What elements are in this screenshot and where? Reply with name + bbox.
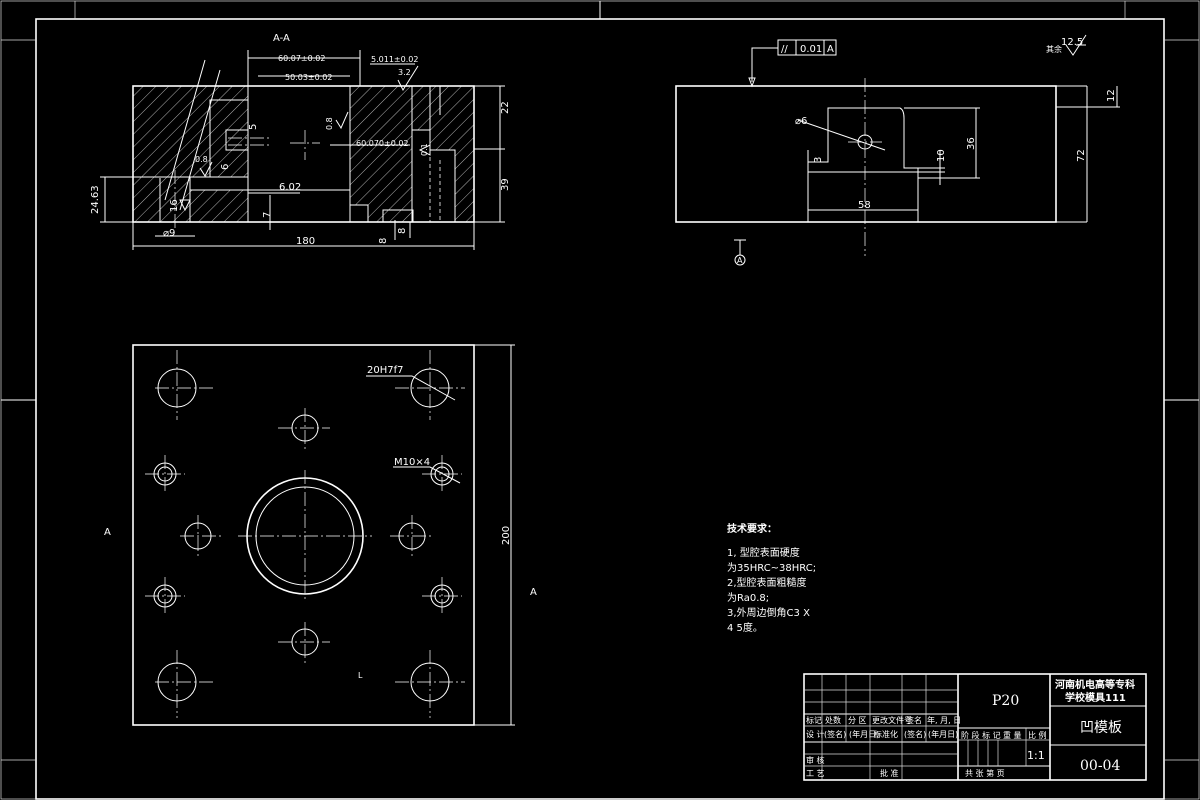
tb-standard: 标准化: [874, 729, 898, 739]
tech-line: 为35HRC~38HRC;: [727, 563, 817, 574]
tb-review: 审 核: [806, 755, 825, 765]
side-view: // 0.01 A A ⌀6 36 58 3 10 12 72: [675, 39, 1120, 266]
dim-39: 39: [500, 178, 511, 191]
title-block: P20 河南机电高等专科 学校模具111 凹模板 00-04 1:1 标记 处数…: [803, 673, 1147, 781]
tb-dept: 学校模具111: [1065, 691, 1126, 704]
dim-60-070: 60.070±0.02: [356, 139, 409, 148]
tb-approve: 批 准: [880, 768, 899, 778]
tb-school: 河南机电高等专科: [1055, 678, 1135, 691]
dim-200: 200: [501, 526, 512, 545]
tb-mark: 标记: [806, 715, 822, 725]
dim-7: 7: [262, 212, 273, 218]
tb-material: P20: [992, 693, 1019, 709]
tb-date2: (年月日): [849, 729, 879, 739]
tolerance-datum: A: [827, 44, 834, 55]
dim-10-side: 10: [936, 149, 947, 162]
dim-24-63: 24.63: [90, 185, 101, 214]
tb-count: 处数: [825, 715, 841, 725]
dim-6: 6: [220, 164, 231, 170]
tech-requirements: 技术要求： 1, 型腔表面硬度 为35HRC~38HRC; 2,型腔表面粗糙度 …: [727, 522, 816, 636]
dim-72: 72: [1076, 149, 1087, 162]
tb-design: 设 计: [806, 729, 825, 739]
tb-date: 年, 月, 日: [927, 715, 961, 725]
tech-line: 4 5度。: [727, 623, 763, 634]
section-view: A-A: [90, 33, 511, 250]
dim-d9: ⌀9: [163, 228, 175, 239]
dim-12: 12: [1106, 89, 1117, 102]
roughness-0-1: 0.1: [420, 143, 429, 156]
plan-view: 20H7f7 M10×4 200 A A L: [104, 344, 537, 726]
section-mark-right: A: [530, 587, 537, 598]
dim-16: 16: [169, 199, 180, 212]
tolerance-value: 0.01: [800, 44, 822, 55]
label-m10: M10×4: [394, 457, 430, 468]
roughness-3-2: 3.2: [398, 68, 411, 77]
tb-zone: 分 区: [848, 716, 867, 725]
tolerance-symbol: //: [781, 44, 788, 55]
roughness-12-5: 12.5: [1061, 37, 1083, 48]
dim-22: 22: [500, 101, 511, 114]
tb-weight: 重 量: [1003, 730, 1022, 740]
tb-ratio: 比 例: [1028, 730, 1047, 740]
tech-line: 1, 型腔表面硬度: [727, 548, 800, 559]
section-mark-left: A: [104, 527, 111, 538]
tb-scale: 1:1: [1027, 749, 1045, 762]
corner-mark: L: [358, 671, 363, 680]
datum-label: A: [737, 256, 743, 265]
roughness-0-8b: 0.8: [195, 155, 208, 164]
dim-8a: 8: [378, 238, 389, 244]
tb-sheets: 共 张 第 页: [965, 768, 1005, 778]
dim-3: 3: [813, 157, 824, 163]
tb-sign: 签名: [906, 715, 922, 725]
dim-180: 180: [296, 236, 315, 247]
section-title: A-A: [273, 33, 290, 44]
tb-change-no: 更改文件号: [872, 715, 912, 725]
tech-line: 为Ra0.8;: [727, 593, 770, 604]
dim-8b: 8: [397, 228, 408, 234]
tb-sign2: (签名): [824, 729, 846, 739]
tb-sign3: (签名): [904, 729, 926, 739]
default-roughness: 其余 12.5: [1046, 34, 1087, 56]
tb-stage: 阶 段 标 记: [961, 730, 1001, 740]
tech-line: 2,型腔表面粗糙度: [727, 578, 807, 589]
tech-line: 3,外周边倒角C3 X: [727, 608, 810, 619]
dim-5: 5: [248, 124, 259, 130]
dim-6-02: 6.02: [279, 182, 301, 193]
tb-drawing-no: 00-04: [1080, 758, 1120, 774]
tech-title: 技术要求：: [727, 524, 777, 535]
dim-36: 36: [966, 137, 977, 150]
dim-60-07: 60.07±0.02: [278, 54, 325, 63]
tb-process: 工 艺: [806, 769, 825, 778]
dim-phi6: ⌀6: [795, 116, 807, 127]
label-20h7f7: 20H7f7: [367, 365, 404, 376]
dim-5-011: 5.011±0.02: [371, 55, 418, 64]
tb-part-name: 凹模板: [1080, 720, 1122, 736]
tb-date3: (年月日): [928, 729, 958, 739]
roughness-prefix: 其余: [1046, 44, 1062, 54]
dim-50-03: 50.03±0.02: [285, 73, 332, 82]
roughness-0-8a: 0.8: [325, 117, 334, 130]
dim-58: 58: [858, 200, 871, 211]
